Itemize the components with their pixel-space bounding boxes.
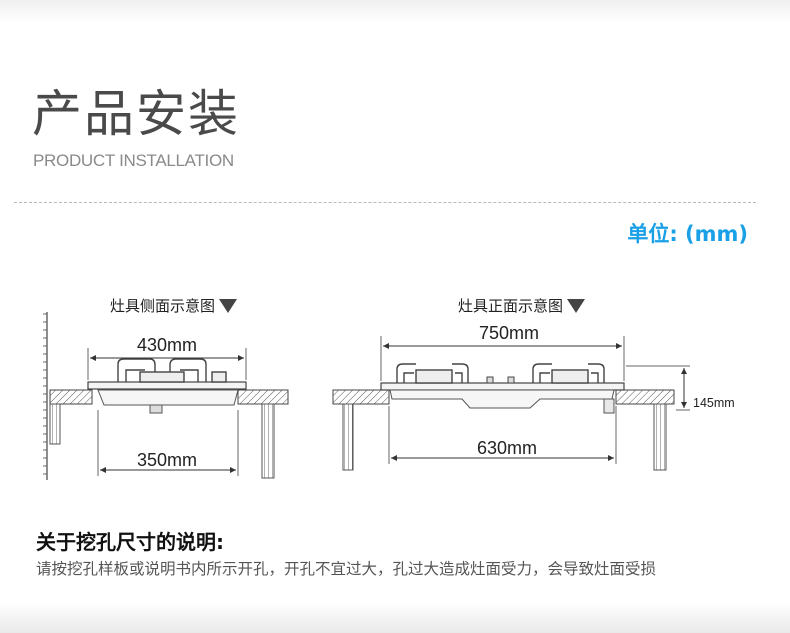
unit-label: 单位: (mm): [627, 222, 748, 246]
triangle-down-icon: [219, 298, 238, 313]
front-countertop-right: [615, 389, 675, 405]
side-view-caption-text: 灶具侧面示意图: [110, 297, 216, 315]
front-bottom-width-label: 630mm: [477, 438, 537, 458]
front-cabinet-wall-left: [342, 403, 354, 471]
side-cabinet-wall-left: [49, 403, 61, 445]
side-ruler: [43, 312, 48, 480]
notes-title: 关于挖孔尺寸的说明:: [36, 530, 224, 554]
front-burner-left: [396, 363, 469, 384]
front-cabinet-wall-right: [653, 403, 667, 471]
front-stove-body: [389, 389, 615, 409]
side-cabinet-wall-right: [261, 403, 275, 479]
side-countertop-left: [49, 389, 93, 405]
side-view-drawing: 430mm 350mm: [43, 312, 289, 480]
top-gradient-band: [0, 0, 790, 22]
section-divider: [14, 202, 756, 203]
front-height-label: 145mm: [693, 396, 735, 410]
knob-left: [486, 376, 494, 384]
notes-text: 请按挖孔样板或说明书内所示开孔，开孔不宜过大，孔过大造成灶面受力，会导致灶面受损: [36, 560, 657, 578]
side-countertop-right: [237, 389, 289, 405]
front-view-caption-text: 灶具正面示意图: [458, 297, 564, 315]
front-countertop-left: [332, 389, 390, 405]
front-view-caption: 灶具正面示意图: [458, 295, 586, 316]
triangle-down-icon: [567, 298, 586, 313]
side-stove-body: [97, 389, 239, 406]
front-burner-right: [532, 363, 605, 384]
front-stove-panel: [380, 382, 625, 391]
page-subtitle: PRODUCT INSTALLATION: [33, 151, 234, 170]
knob-right: [507, 376, 515, 384]
side-view-caption: 灶具侧面示意图: [110, 295, 238, 316]
side-burner: [117, 358, 227, 383]
side-bottom-width-label: 350mm: [137, 450, 197, 470]
page-title: 产品安装: [32, 85, 240, 143]
bottom-gradient-band: [0, 603, 790, 633]
front-top-width-label: 750mm: [479, 323, 539, 343]
front-view-drawing: 750mm 630mm 145mm: [332, 323, 735, 471]
side-stove-panel: [87, 381, 247, 390]
side-top-width-label: 430mm: [137, 335, 197, 355]
